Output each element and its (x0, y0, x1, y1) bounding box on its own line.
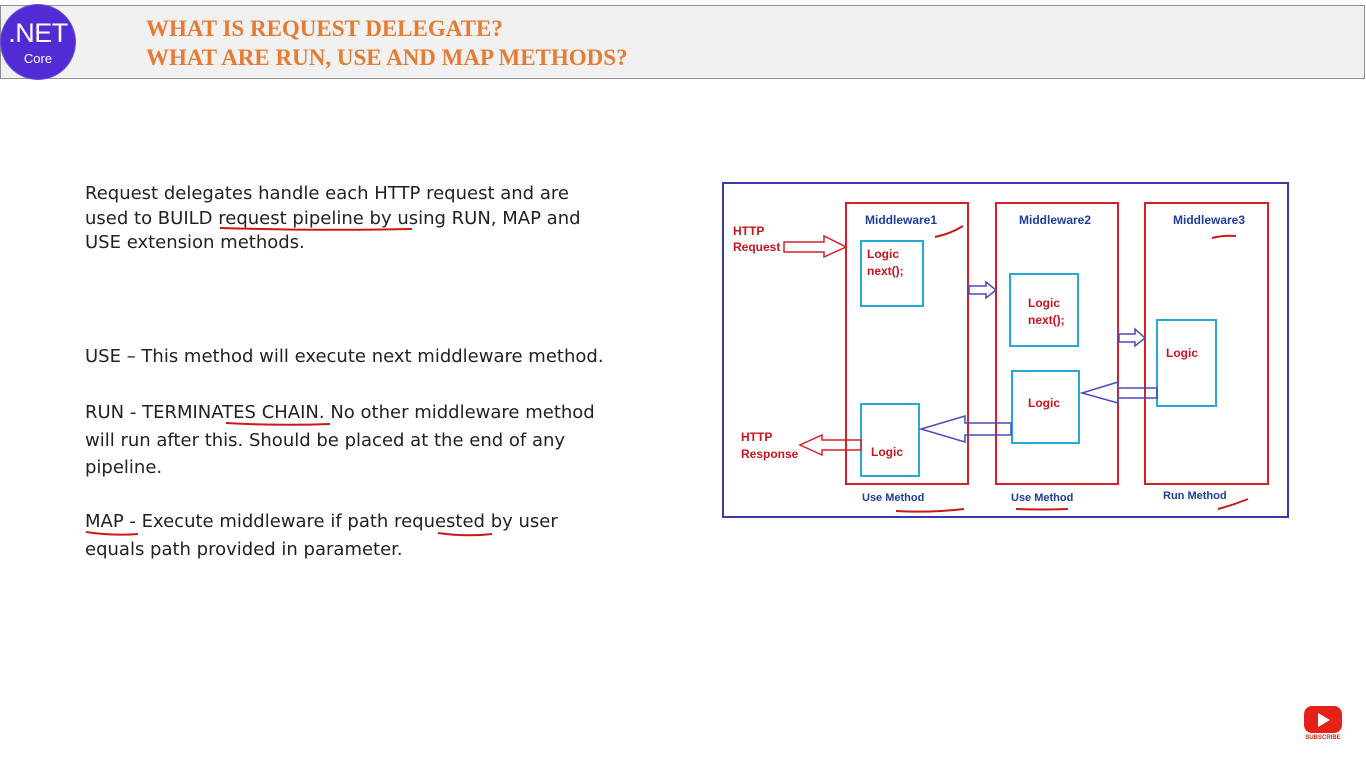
middleware1-title: Middleware1 (865, 213, 937, 227)
use-paragraph: USE – This method will execute next midd… (85, 344, 604, 370)
request-arrow (783, 234, 848, 259)
intro-paragraph: Request delegates handle each HTTP reque… (85, 182, 645, 256)
slide-title-line2: WHAT ARE RUN, USE AND MAP METHODS? (146, 45, 628, 70)
underline-mw1-method (895, 508, 965, 513)
middleware2-title: Middleware2 (1019, 213, 1091, 227)
youtube-play-icon (1304, 706, 1342, 733)
map-paragraph: MAP - Execute middleware if path request… (85, 508, 558, 564)
run-line: pipeline. (85, 457, 163, 478)
mw1-logic-top-next: next(); (867, 264, 904, 278)
mw1-method-label: Use Method (862, 492, 924, 504)
http-response-label-1: HTTP (741, 430, 772, 444)
http-response-label-2: Response (741, 447, 799, 461)
header-bar (0, 5, 1365, 79)
response-arrow (798, 433, 862, 457)
mw2-logic-bottom-label: Logic (1028, 396, 1060, 410)
run-line: will run after this. Should be placed at… (85, 429, 566, 451)
middleware3-title: Middleware3 (1173, 213, 1245, 227)
middleware2-box (995, 202, 1119, 485)
map-line: equals path provided in parameter. (85, 539, 403, 560)
mw2-method-label: Use Method (1011, 492, 1073, 504)
forward-arrow-1 (968, 280, 998, 300)
mw3-logic-box (1156, 319, 1217, 407)
backward-arrow-2 (918, 414, 1012, 444)
mw1-logic-top-label: Logic (867, 247, 899, 261)
intro-line: used to BUILD request pipeline by using … (85, 207, 581, 229)
mw1-logic-top-box (860, 240, 924, 307)
dotnet-core-logo: .NET Core (1, 5, 75, 79)
forward-arrow-2 (1118, 327, 1147, 348)
mw2-logic-bottom-box (1011, 370, 1080, 444)
map-line: MAP - Execute middleware if path request… (85, 511, 558, 532)
http-request-label-1: HTTP (733, 224, 764, 238)
middleware3-box (1144, 202, 1269, 485)
mw2-logic-top-box (1009, 273, 1079, 347)
underline-mw2-method (1015, 508, 1069, 511)
mw3-logic-label: Logic (1166, 346, 1198, 360)
intro-line: USE extension methods. (85, 232, 305, 253)
run-paragraph: RUN - TERMINATES CHAIN. No other middlew… (85, 399, 595, 482)
mw3-method-label: Run Method (1163, 490, 1227, 502)
middleware1-box (845, 202, 969, 485)
logo-core-text: Core (23, 51, 53, 66)
mw2-logic-top-label: Logic (1028, 296, 1060, 310)
squiggle-mw1 (934, 225, 964, 238)
intro-line: Request delegates handle each HTTP reque… (85, 183, 569, 204)
mw2-logic-top-next: next(); (1028, 313, 1065, 327)
underline-mw3-method (1217, 498, 1249, 510)
mw1-logic-bottom-label: Logic (871, 445, 903, 459)
slide-title-line1: WHAT IS REQUEST DELEGATE? (146, 16, 503, 41)
diagram-frame (722, 182, 1289, 518)
use-line: USE – This method will execute next midd… (85, 346, 604, 367)
run-line: RUN - TERMINATES CHAIN. No other middlew… (85, 402, 595, 423)
subscribe-label: SUBSCRIBE (1305, 735, 1341, 741)
http-request-label-2: Request (733, 240, 780, 254)
subscribe-badge[interactable]: SUBSCRIBE (1304, 706, 1342, 742)
squiggle-mw2 (1211, 234, 1237, 239)
mw1-logic-bottom-box (860, 403, 920, 477)
logo-net-text: .NET (8, 18, 68, 48)
backward-arrow-1 (1079, 380, 1158, 404)
